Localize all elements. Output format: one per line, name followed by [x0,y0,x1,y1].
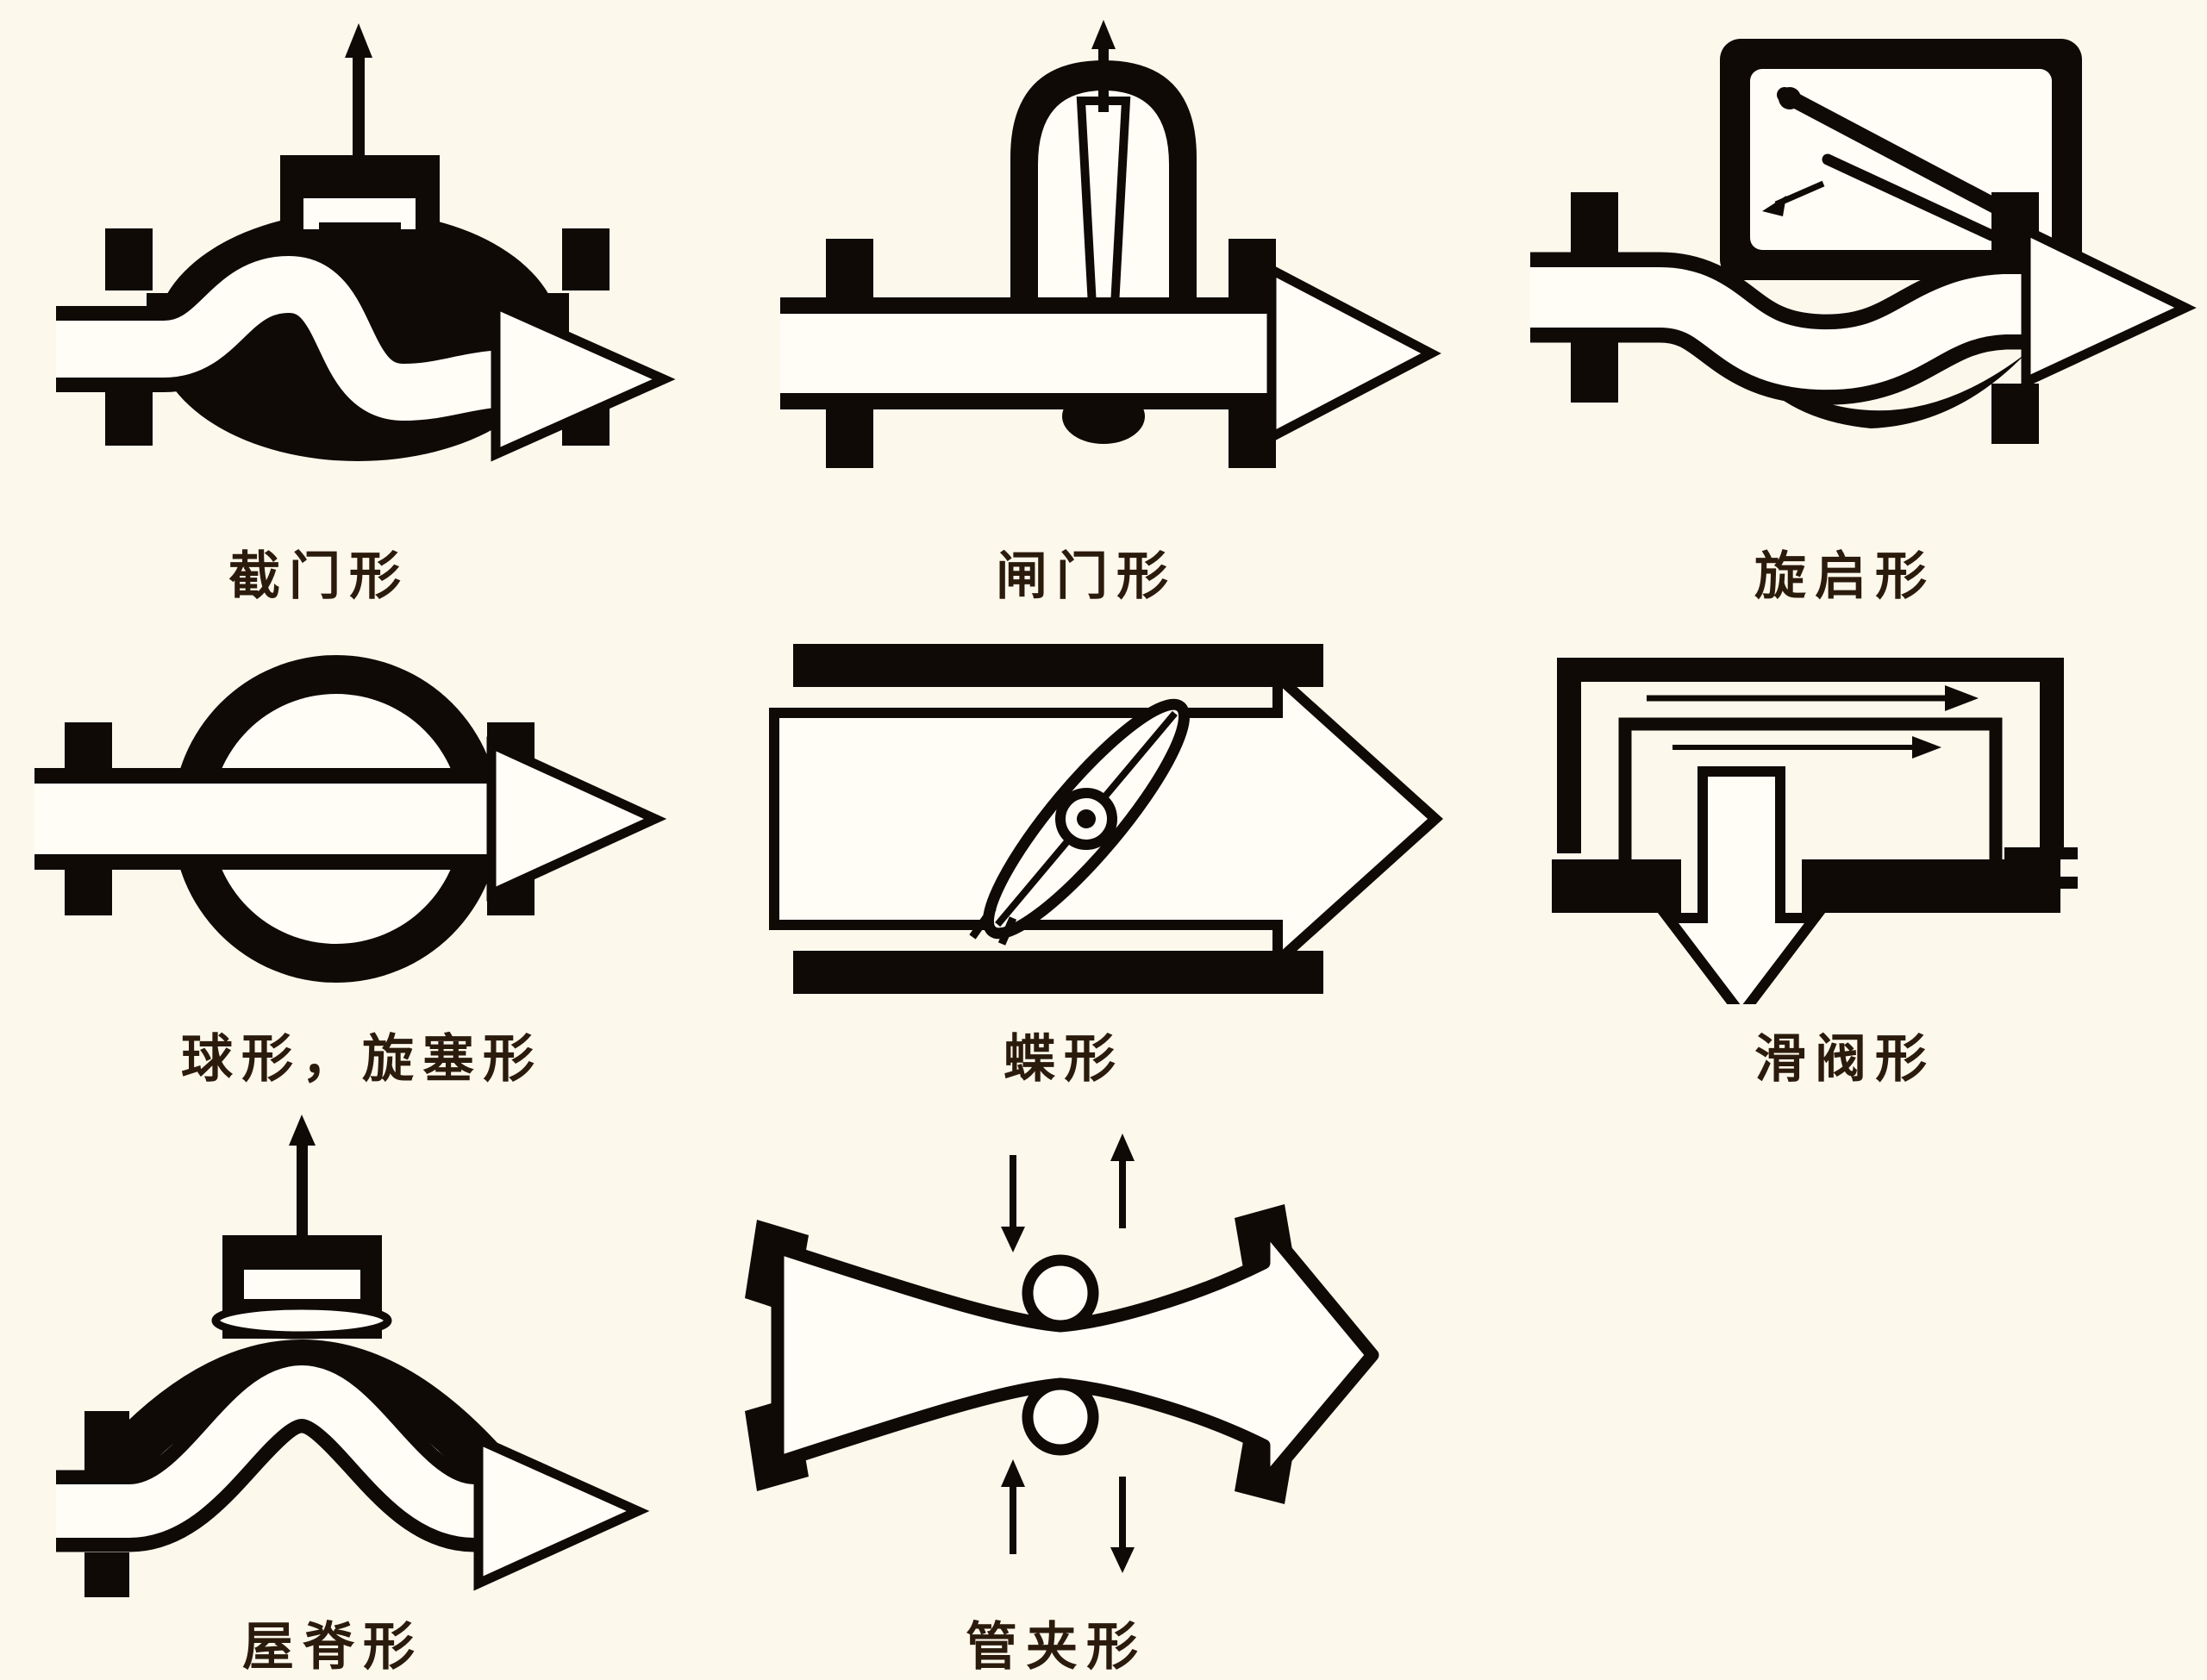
gate-valve-diagram [780,20,1441,468]
pinch-valve-diagram [745,1134,1379,1573]
valve-label-gate: 闸门形 [996,547,1177,605]
valve-label-globe: 截门形 [228,547,410,605]
slide-valve-diagram [1552,658,2078,1004]
valve-label-weir: 屋脊形 [242,1618,423,1676]
valve-label-pinch: 管夹形 [966,1618,1147,1676]
valve-label-swing: 旋启形 [1754,547,1935,605]
ball-plug-valve-diagram [34,655,667,983]
valve-label-butterfly: 蝶形 [1003,1030,1124,1088]
globe-valve-diagram [56,23,676,462]
swing-check-valve-diagram [1530,39,2197,444]
valve-label-slide: 滑阀形 [1754,1030,1935,1088]
butterfly-valve-diagram [769,644,1443,994]
valve-label-ball-plug: 球形，旋塞形 [181,1030,543,1088]
weir-diaphragm-valve-diagram [56,1115,650,1597]
